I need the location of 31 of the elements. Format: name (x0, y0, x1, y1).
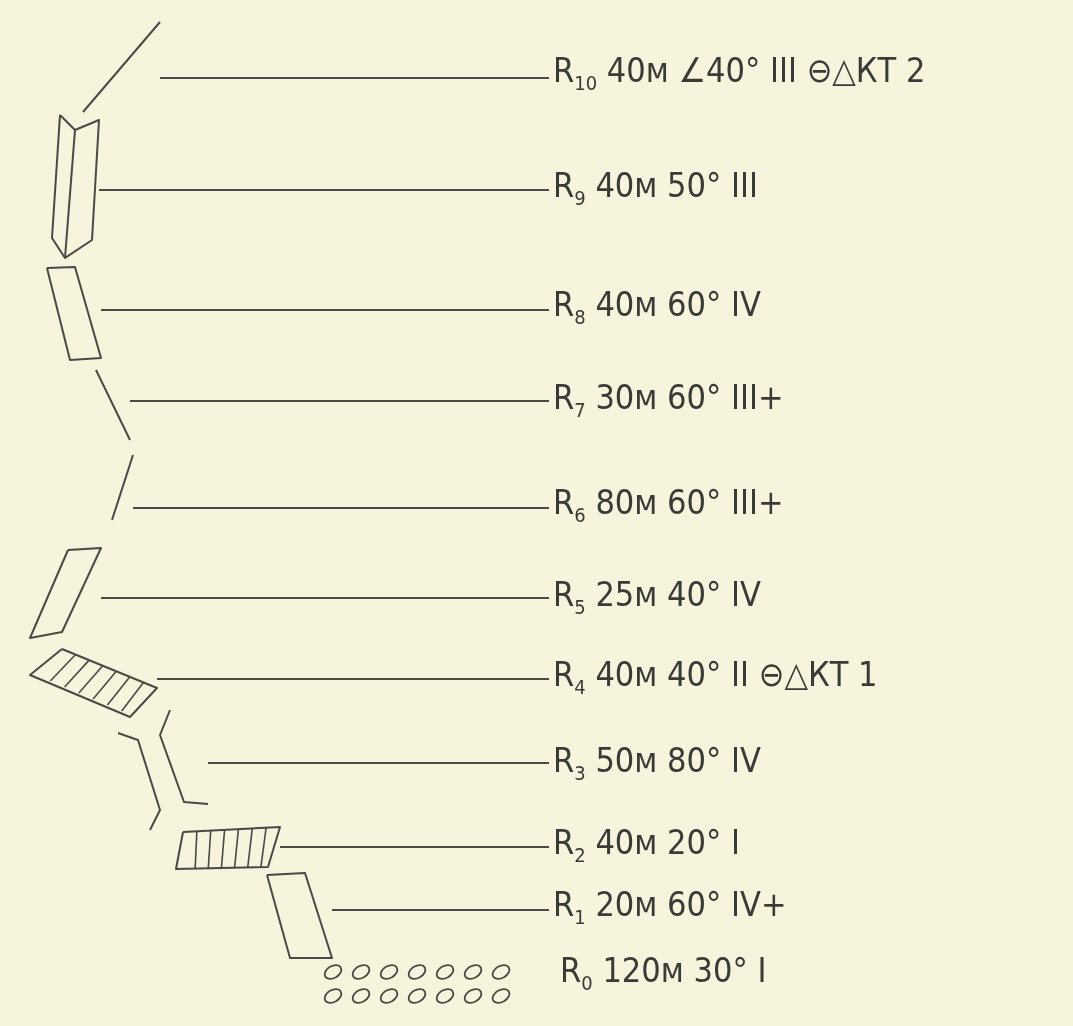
line-segment (96, 370, 130, 440)
parallelogram-shape (30, 548, 101, 638)
pitch-description: R$_{7}$ 30м 60° III+ (553, 375, 784, 432)
pitch-description: R$_{0}$ 120м 30° I (560, 949, 767, 997)
leader-line (331, 909, 550, 911)
leader-line (98, 189, 550, 191)
line-segment (112, 455, 133, 520)
pitch-description: R$_{8}$ 40м 60° IV (553, 282, 761, 339)
pitch-description: R$_{10}$ 40м ∠40° III ⊖△КТ 2 (553, 48, 926, 105)
parallelogram-shape (267, 873, 332, 958)
line-segment (83, 22, 160, 112)
leader-line (156, 678, 550, 680)
leader-line (100, 309, 550, 311)
leader-line (159, 77, 550, 79)
leader-line (132, 507, 550, 509)
pitch-description: R$_{9}$ 40м 50° III (553, 163, 759, 220)
pitch-description: R$_{5}$ 25м 40° IV (553, 572, 761, 629)
parallelogram-shape (47, 267, 101, 360)
chimney-drawing (118, 710, 208, 830)
prism-drawing (52, 115, 99, 258)
hatched-parallelogram (30, 649, 157, 717)
pitch-description: R$_{4}$ 40м 40° II ⊖△КТ 1 (553, 652, 878, 709)
hatched-parallelogram (176, 827, 280, 869)
leader-line (100, 597, 550, 599)
leader-line (207, 762, 550, 764)
pitch-description: R$_{6}$ 80м 60° III+ (553, 480, 784, 537)
leader-line (129, 400, 550, 402)
pitch-description: R$_{3}$ 50м 80° IV (553, 738, 761, 795)
pitch-description: R$_{2}$ 40м 20° I (553, 820, 741, 877)
pitch-description: R$_{1}$ 20м 60° IV+ (553, 882, 787, 939)
leader-line (279, 846, 550, 848)
